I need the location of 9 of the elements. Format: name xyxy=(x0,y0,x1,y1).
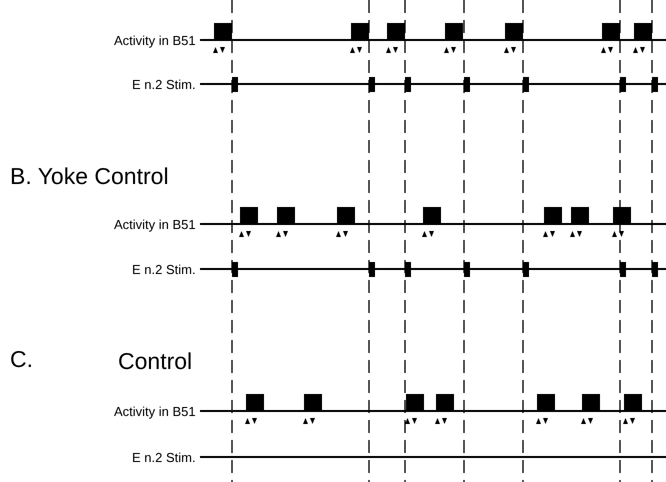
trace-label: E n.2 Stim. xyxy=(132,78,196,90)
trace-label: E n.2 Stim. xyxy=(132,262,196,276)
panel-letter: C. xyxy=(10,348,33,370)
trace-label: Activity in B51 xyxy=(114,218,196,230)
panel-heading: Control xyxy=(118,350,192,372)
trace-label: Activity in B51 xyxy=(114,404,196,418)
trace-label: E n.2 Stim. xyxy=(132,450,196,464)
trace-label: Activity in B51 xyxy=(114,34,196,46)
panel-heading: B. Yoke Control xyxy=(10,164,169,188)
